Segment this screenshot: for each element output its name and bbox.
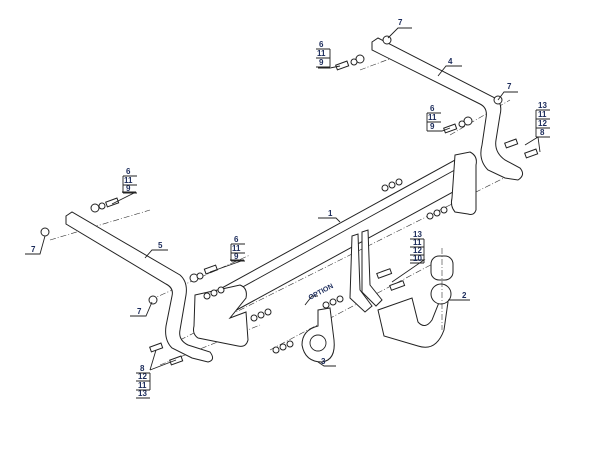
tow-ball bbox=[430, 283, 452, 305]
callout-6-11-9-top: 6 11 9 bbox=[317, 40, 326, 67]
fasteners bbox=[40, 35, 539, 366]
svg-text:12: 12 bbox=[138, 372, 147, 381]
svg-text:6: 6 bbox=[319, 40, 324, 49]
callout-13-11-12-10: 13 11 12 10 bbox=[413, 230, 422, 263]
callout-7-top: 7 bbox=[398, 18, 403, 27]
callout-6-11-9-right: 6 11 9 bbox=[428, 104, 437, 131]
center-bracket bbox=[349, 233, 373, 313]
svg-text:10: 10 bbox=[413, 254, 422, 263]
svg-text:8: 8 bbox=[540, 128, 545, 137]
svg-text:9: 9 bbox=[234, 252, 239, 261]
callout-4: 4 bbox=[448, 57, 453, 66]
right-side-arm bbox=[371, 37, 524, 181]
svg-text:3: 3 bbox=[321, 357, 326, 366]
svg-text:11: 11 bbox=[538, 110, 547, 119]
callout-3: 3 bbox=[321, 357, 326, 366]
svg-text:7: 7 bbox=[31, 245, 36, 254]
callout-2: 2 bbox=[462, 291, 467, 300]
callout-7-right: 7 bbox=[507, 82, 512, 91]
ball-neck bbox=[377, 297, 449, 348]
svg-text:2: 2 bbox=[462, 291, 467, 300]
callout-6-11-9-left: 6 11 9 bbox=[124, 167, 133, 193]
callout-5: 5 bbox=[158, 241, 163, 250]
svg-text:12: 12 bbox=[413, 246, 422, 255]
callout-7-left: 7 bbox=[31, 245, 36, 254]
svg-text:13: 13 bbox=[538, 101, 547, 110]
svg-text:11: 11 bbox=[317, 49, 326, 58]
callout-6-11-9-mid: 6 11 9 bbox=[232, 235, 241, 261]
svg-text:9: 9 bbox=[319, 58, 324, 67]
center-lines bbox=[49, 54, 521, 366]
svg-text:7: 7 bbox=[137, 307, 142, 316]
svg-text:7: 7 bbox=[507, 82, 512, 91]
svg-text:4: 4 bbox=[448, 57, 453, 66]
svg-text:11: 11 bbox=[232, 244, 241, 253]
callout-1: 1 bbox=[328, 209, 333, 218]
svg-text:9: 9 bbox=[430, 122, 435, 131]
svg-text:9: 9 bbox=[126, 184, 131, 193]
callout-box-lines bbox=[122, 48, 550, 399]
svg-text:7: 7 bbox=[398, 18, 403, 27]
callout-13-11-12-8: 13 11 12 8 bbox=[538, 101, 547, 137]
right-end-plate bbox=[450, 151, 477, 215]
callout-7-lower: 7 bbox=[137, 307, 142, 316]
left-end-plate bbox=[193, 284, 249, 347]
svg-text:5: 5 bbox=[158, 241, 163, 250]
svg-text:12: 12 bbox=[538, 119, 547, 128]
svg-text:6: 6 bbox=[234, 235, 239, 244]
svg-text:6: 6 bbox=[126, 167, 131, 176]
svg-text:11: 11 bbox=[124, 176, 133, 185]
option-label: OPTION bbox=[308, 283, 335, 302]
svg-text:11: 11 bbox=[138, 381, 147, 390]
svg-text:11: 11 bbox=[413, 238, 422, 247]
svg-text:11: 11 bbox=[428, 113, 437, 122]
svg-text:13: 13 bbox=[413, 230, 422, 239]
svg-text:13: 13 bbox=[138, 389, 147, 398]
svg-text:1: 1 bbox=[328, 209, 333, 218]
callout-8-12-11-13: 8 12 11 13 bbox=[138, 364, 147, 398]
svg-text:6: 6 bbox=[430, 104, 435, 113]
svg-text:8: 8 bbox=[140, 364, 145, 373]
left-side-arm bbox=[65, 211, 214, 363]
